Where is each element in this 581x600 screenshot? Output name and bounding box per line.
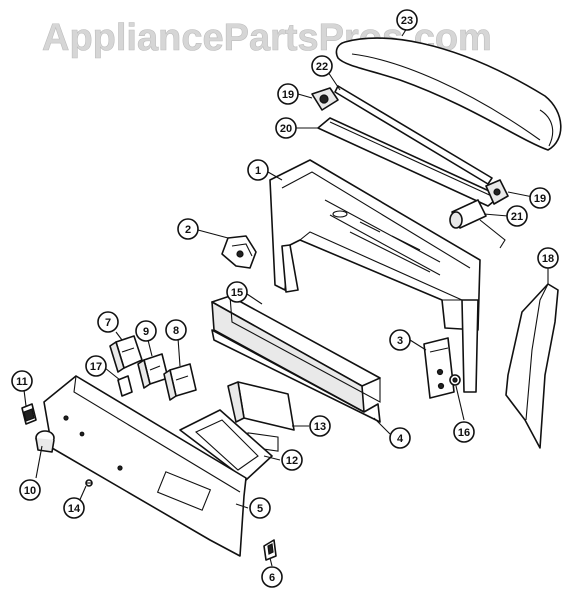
callout-20: 20 [275, 117, 297, 139]
part-side-bracket [423, 337, 455, 399]
callout-11: 11 [11, 370, 33, 392]
svg-text:19: 19 [282, 89, 294, 101]
callout-8: 8 [165, 319, 187, 341]
part-end-bracket-left [311, 87, 339, 111]
callout-19: 19 [277, 83, 299, 105]
part-panel-front [43, 375, 247, 557]
callout-17: 17 [85, 355, 107, 377]
part-cylinder [449, 199, 506, 249]
part-rocker [21, 403, 37, 425]
svg-text:23: 23 [401, 15, 413, 27]
svg-text:1: 1 [255, 165, 261, 177]
callout-1: 1 [247, 159, 269, 181]
svg-text:18: 18 [542, 253, 554, 265]
callouts: 23 22 19 20 1 19 21 2 18 15 7 9 8 3 17 1… [11, 9, 559, 588]
callout-7: 7 [97, 311, 119, 333]
part-bracket [221, 235, 257, 269]
svg-text:3: 3 [397, 335, 403, 347]
part-switch-8 [163, 363, 197, 401]
svg-text:21: 21 [511, 211, 523, 223]
svg-text:11: 11 [16, 376, 28, 388]
callout-18: 18 [537, 247, 559, 269]
svg-text:19: 19 [534, 193, 546, 205]
svg-text:20: 20 [280, 123, 292, 135]
callout-23: 23 [396, 9, 418, 31]
callout-9: 9 [135, 320, 157, 342]
callout-2: 2 [177, 218, 199, 240]
part-knob [35, 430, 55, 453]
callout-21: 21 [506, 205, 528, 227]
part-side-endcap [505, 283, 559, 449]
svg-text:22: 22 [316, 61, 328, 73]
svg-text:4: 4 [397, 433, 404, 445]
part-top-trim [335, 37, 562, 151]
callout-6: 6 [261, 566, 283, 588]
svg-text:8: 8 [173, 325, 179, 337]
svg-text:6: 6 [269, 572, 275, 584]
part-trim-bezel [179, 409, 273, 481]
part-small-clip [263, 539, 277, 561]
svg-text:14: 14 [68, 503, 81, 515]
callout-22: 22 [311, 55, 333, 77]
part-grommet [449, 374, 461, 386]
callout-13: 13 [309, 415, 331, 437]
svg-text:13: 13 [314, 421, 326, 433]
part-screw [85, 479, 93, 487]
part-switch-7 [109, 335, 143, 373]
svg-text:5: 5 [257, 503, 263, 515]
svg-text:16: 16 [458, 427, 470, 439]
callout-19-right: 19 [529, 187, 551, 209]
callout-16: 16 [453, 421, 475, 443]
svg-text:10: 10 [24, 485, 36, 497]
part-control-board [227, 381, 295, 452]
svg-text:7: 7 [105, 317, 111, 329]
svg-text:12: 12 [286, 455, 298, 467]
svg-text:17: 17 [90, 361, 102, 373]
svg-text:15: 15 [231, 287, 243, 299]
svg-text:9: 9 [143, 326, 149, 338]
callout-3: 3 [389, 329, 411, 351]
part-end-bracket-right [485, 179, 509, 205]
callout-12: 12 [281, 449, 303, 471]
callout-14: 14 [63, 497, 85, 519]
part-clip [117, 375, 133, 397]
callout-15: 15 [226, 281, 248, 303]
callout-10: 10 [19, 479, 41, 501]
callout-4: 4 [389, 427, 411, 449]
svg-text:2: 2 [185, 224, 191, 236]
part-rod [334, 85, 493, 185]
part-lower-channel [211, 329, 381, 423]
callout-5: 5 [249, 497, 271, 519]
part-main-frame [269, 159, 481, 393]
